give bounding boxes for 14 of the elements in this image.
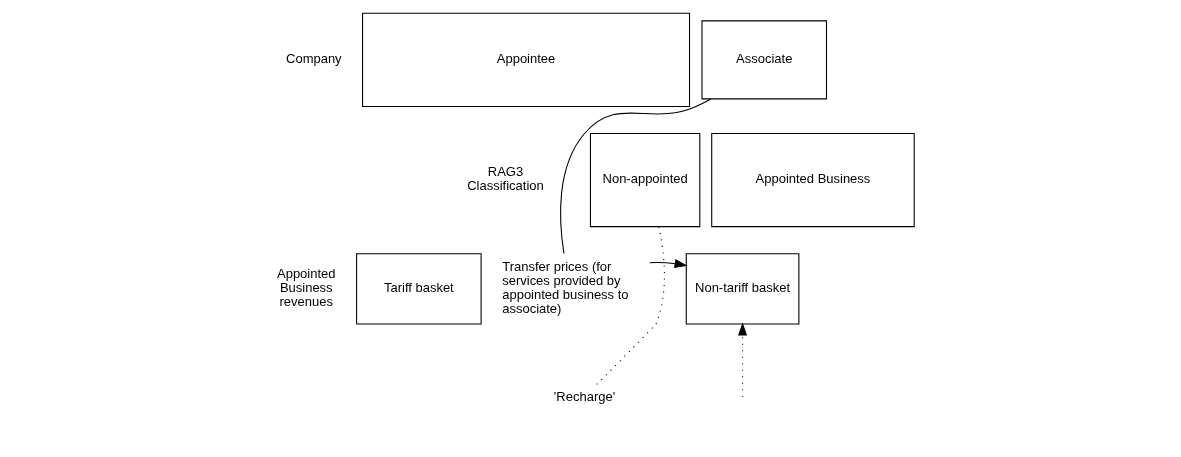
label: Company (285, 50, 342, 66)
arrow (648, 258, 688, 268)
arrow (737, 321, 747, 397)
node-box: Appointed Business (710, 132, 915, 227)
connector (559, 97, 711, 254)
node-box: Appointee (361, 12, 690, 107)
node-text: 'Recharge' (553, 388, 615, 404)
node-box: Non-tariff basket (685, 252, 799, 325)
node-box: Associate (700, 19, 827, 99)
node-box: Tariff basket (355, 252, 482, 325)
node-text: Transfer prices (for services provided by appointed business to associate) (501, 258, 629, 316)
label: Appointed Business revenues (276, 265, 335, 309)
label: RAG3 Classification (466, 163, 544, 193)
node-box: Non-appointed (589, 132, 700, 227)
